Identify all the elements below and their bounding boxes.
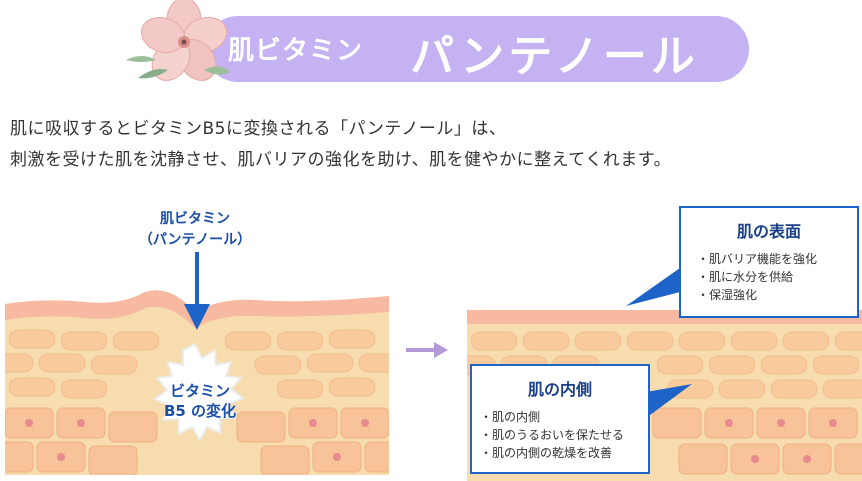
flower-icon xyxy=(126,0,230,81)
surface-item-3: ・保湿強化 xyxy=(697,288,758,302)
surface-item-1: ・肌バリア機能を強化 xyxy=(697,252,818,266)
intro-line-2: 刺激を受けた肌を沈静させ、肌バリアの強化を助け、肌を健やかに整えてくれます。 xyxy=(10,150,672,170)
inner-item-3: ・肌の内側の乾燥を改善 xyxy=(480,446,613,460)
surface-title: 肌の表面 xyxy=(736,222,801,241)
inner-title: 肌の内側 xyxy=(527,380,592,399)
title-small: 肌ビタミン xyxy=(228,36,364,66)
surface-item-2: ・肌に水分を供給 xyxy=(697,270,794,284)
inner-item-1: ・肌の内側 xyxy=(480,410,541,424)
title-large: パンテノール xyxy=(410,31,699,82)
burst-label-line-1: ビタミン xyxy=(169,382,230,400)
intro-line-1: 肌に吸収するとビタミンB5に変換される「パンテノール」は、 xyxy=(10,119,507,139)
down-arrow-icon xyxy=(184,252,210,330)
inner-callout: 肌の内側 ・肌の内側 ・肌のうるおいを保たせる ・肌の内側の乾燥を改善 xyxy=(470,364,650,474)
inner-callout-pointer xyxy=(646,384,692,418)
skin-diagram-left xyxy=(5,290,389,475)
right-arrow-icon xyxy=(406,342,448,358)
inner-item-2: ・肌のうるおいを保たせる xyxy=(480,428,625,442)
arrow-label-line-2: （パンテノール） xyxy=(138,232,252,248)
surface-callout: 肌の表面 ・肌バリア機能を強化 ・肌に水分を供給 ・保湿強化 xyxy=(679,206,859,318)
title-pill xyxy=(205,16,749,82)
burst-label-line-2: B5 の変化 xyxy=(163,402,237,420)
arrow-label-line-1: 肌ビタミン xyxy=(160,211,230,227)
surface-callout-pointer xyxy=(626,268,680,306)
